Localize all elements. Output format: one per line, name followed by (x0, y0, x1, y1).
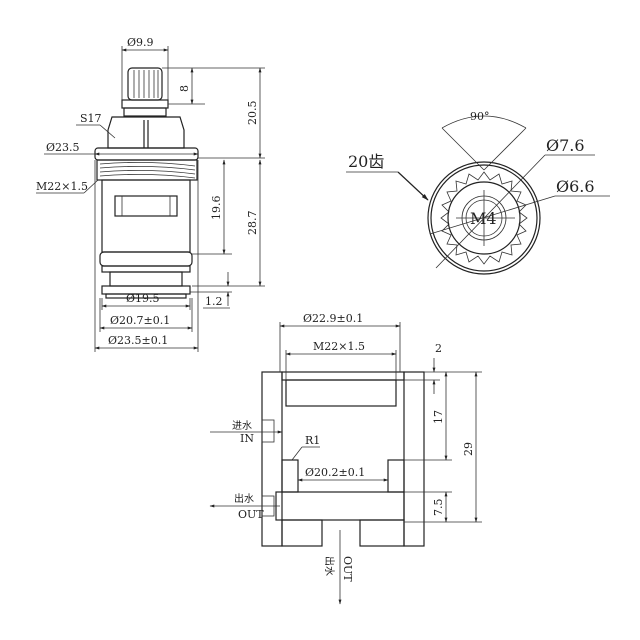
total-depth-label: 29 (462, 442, 475, 456)
stem-diameter-label: Ø9.9 (127, 36, 154, 49)
bottom-outlet-en-label: OUT (341, 556, 354, 582)
lower-height-label: 28.7 (246, 211, 259, 236)
seal-diameter-label: Ø20.7±0.1 (110, 314, 170, 327)
housing-thread-label: M22×1.5 (313, 340, 365, 353)
top-height-label: 20.5 (246, 101, 259, 126)
cartridge-view: Ø9.9 8 20.5 S17 Ø23.5 M22×1.5 19.6 28.7 … (36, 36, 265, 352)
body-diameter-label: Ø23.5±0.1 (108, 334, 168, 347)
angle-label: 90° (470, 110, 490, 123)
teeth-label: 20齿 (348, 152, 384, 171)
outlet-height-label: 7.5 (432, 499, 445, 517)
seat-diameter-label: Ø19.5 (126, 292, 160, 305)
seat-diameter-label: Ø20.2±0.1 (305, 466, 365, 479)
outlet-en-label: OUT (238, 508, 264, 521)
chamfer-depth-label: 2 (435, 342, 442, 355)
bottom-outlet-cn-label: 出水 (323, 556, 336, 576)
radius-label: R1 (305, 434, 320, 447)
hex-size-label: S17 (80, 112, 102, 125)
body-height-label: 19.6 (210, 196, 223, 221)
bore-depth-label: 17 (432, 410, 445, 424)
inlet-cn-label: 进水 (232, 420, 252, 432)
bottom-step-label: 1.2 (205, 295, 223, 308)
spline-view: M4 90° Ø7.6 Ø6.6 20齿 (346, 110, 610, 275)
housing-view: Ø22.9±0.1 M22×1.5 2 17 29 7.5 R1 Ø20.2±0… (209, 312, 482, 605)
spline-height-label: 8 (178, 85, 191, 92)
inlet-en-label: IN (240, 432, 254, 445)
thread-label: M22×1.5 (36, 180, 88, 193)
outer-diameter-label: Ø7.6 (546, 136, 585, 155)
collar-diameter-label: Ø23.5 (46, 141, 80, 154)
bore-diameter-label: Ø22.9±0.1 (303, 312, 363, 325)
outlet-cn-label: 出水 (234, 492, 254, 505)
inner-diameter-label: Ø6.6 (556, 177, 595, 196)
